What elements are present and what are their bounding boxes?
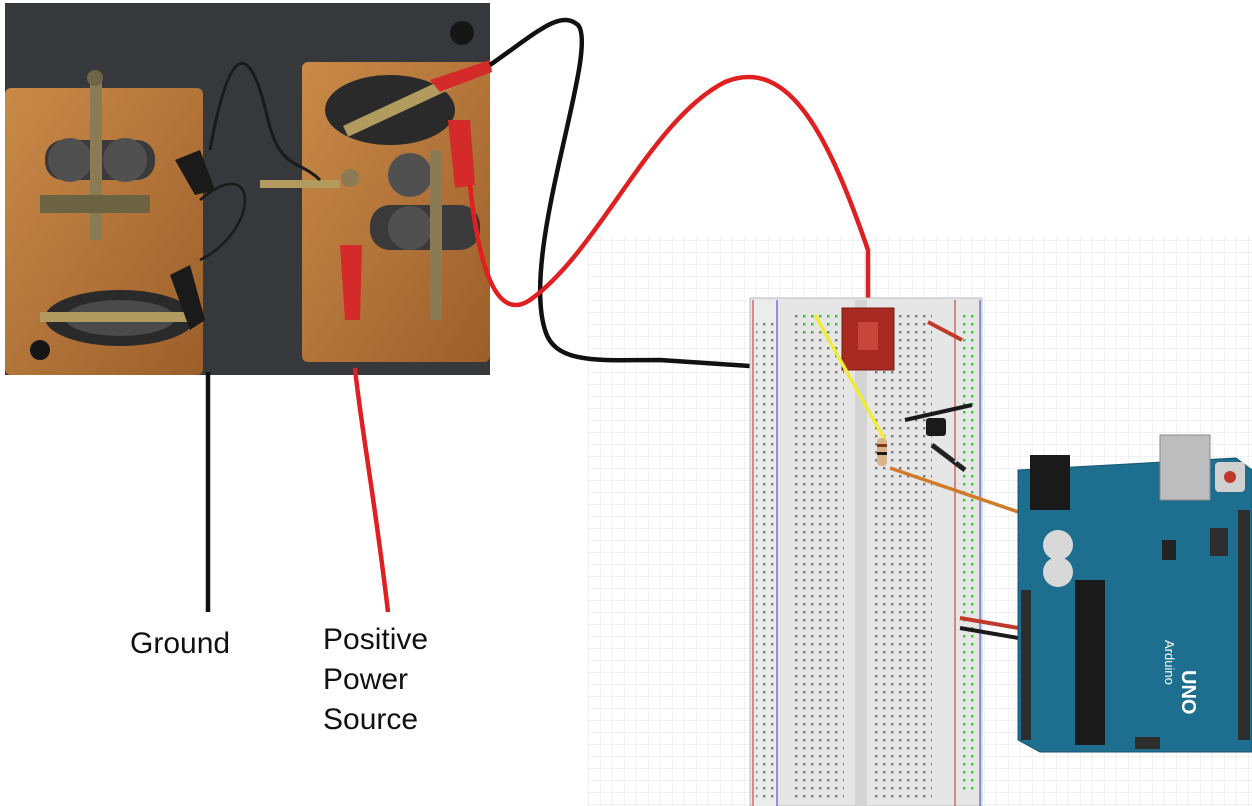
positive-power-source-label: Positive Power Source <box>323 620 428 740</box>
transistor <box>926 418 946 436</box>
yellow-jumper <box>813 314 887 441</box>
positive-lead <box>352 367 391 613</box>
black-jumper <box>904 403 973 422</box>
ground-label: Ground <box>130 627 231 660</box>
relay-positive-wire <box>467 74 871 310</box>
right-key <box>325 21 474 145</box>
right-sounder <box>370 150 480 320</box>
resistor <box>877 438 887 466</box>
diode <box>930 443 967 472</box>
left-key <box>30 290 200 360</box>
arduino-brand: Arduino <box>1162 640 1177 685</box>
breadboard <box>749 297 983 806</box>
relay <box>841 307 895 371</box>
positive-label-line-3: Source <box>323 703 419 736</box>
arduino-board <box>1017 434 1252 753</box>
ground-return-wire <box>488 17 841 375</box>
telegraph-photo <box>5 3 492 375</box>
red-jumper <box>927 320 963 342</box>
left-sounder <box>40 70 155 240</box>
arduino-model: UNO <box>1177 670 1199 714</box>
positive-label-line-1: Positive <box>323 623 429 656</box>
positive-label-line-2: Power <box>323 663 409 696</box>
alligator-clips <box>170 60 492 330</box>
